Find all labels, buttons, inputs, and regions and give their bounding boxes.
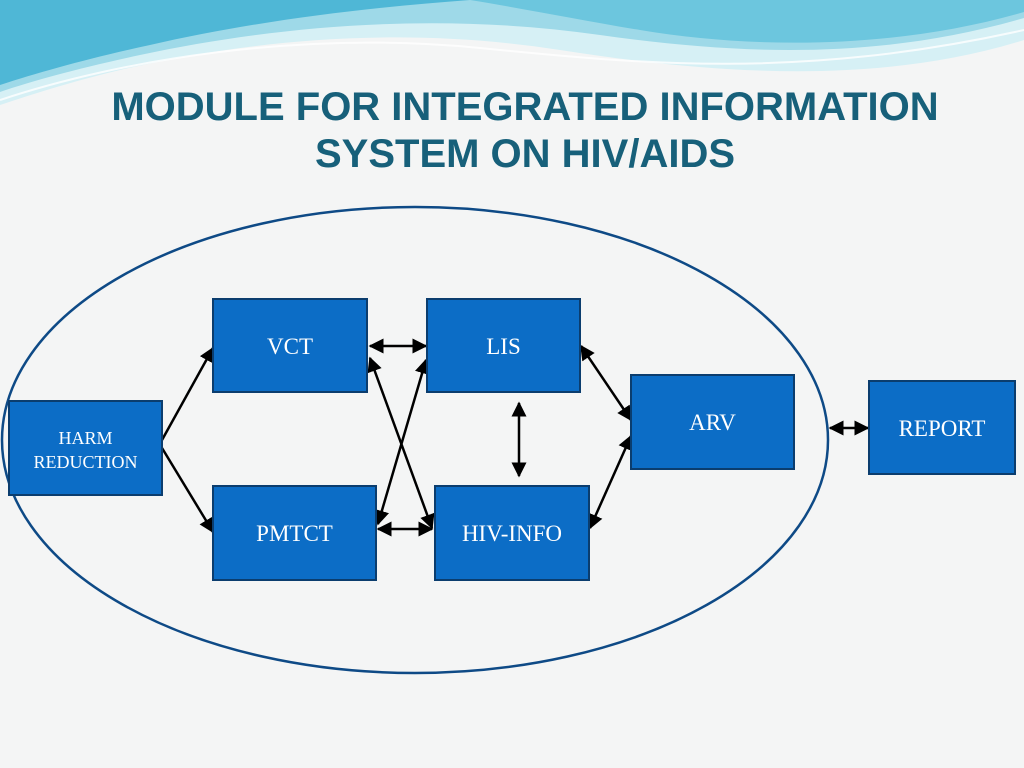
- harm-reduction-label-line2: REDUCTION: [33, 452, 138, 472]
- arrow-lis-arv: [579, 344, 633, 422]
- pmtct-label: PMTCT: [256, 521, 333, 546]
- hiv-info-box: HIV-INFO: [434, 485, 590, 581]
- wave-line: [0, 29, 1024, 101]
- arrow-hivinfo-arv: [588, 434, 633, 530]
- wave-dark-band: [0, 0, 470, 85]
- lis-label: LIS: [486, 334, 521, 359]
- wave-right-band: [470, 0, 1024, 43]
- hiv-info-label: HIV-INFO: [461, 521, 563, 546]
- arv-box: ARV: [630, 374, 795, 470]
- header-wave-decoration: [0, 0, 1024, 105]
- harm-reduction-box: HARM REDUCTION: [8, 400, 163, 496]
- vct-box: VCT: [212, 298, 368, 393]
- lis-box: LIS: [426, 298, 581, 393]
- harm-reduction-label-line1: HARM: [58, 428, 113, 448]
- slide-title: MODULE FOR INTEGRATED INFORMATION SYSTEM…: [0, 84, 1024, 178]
- report-box: REPORT: [868, 380, 1016, 475]
- slide-title-line2: SYSTEM ON HIV/AIDS: [314, 132, 736, 176]
- module-group-ellipse: [0, 205, 830, 675]
- vct-label: VCT: [267, 334, 313, 359]
- arrow-harm-to-pmtct: [160, 447, 215, 534]
- report-label: REPORT: [898, 416, 986, 441]
- slide-title-line1: MODULE FOR INTEGRATED INFORMATION: [111, 85, 939, 129]
- arrow-pmtct-lis: [374, 358, 430, 526]
- pmtct-box: PMTCT: [212, 485, 377, 581]
- arrow-harm-to-vct: [160, 346, 215, 441]
- arv-label: ARV: [689, 410, 736, 435]
- harm-reduction-label: HARM REDUCTION: [10, 402, 161, 474]
